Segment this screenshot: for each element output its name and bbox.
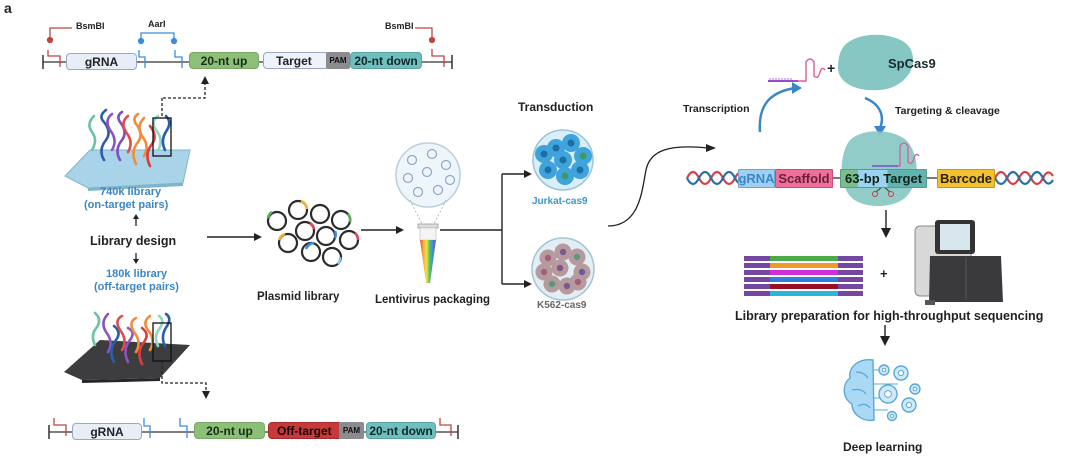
integrated-segment-target: 63-bp Target: [840, 169, 927, 188]
off-target-library-size: 180k library: [106, 268, 168, 280]
deep-learning-label: Deep learning: [843, 440, 923, 454]
sequencing-reads-icon: [744, 256, 863, 296]
segment-20nt-down: 20-nt down: [350, 52, 422, 69]
transduction-label: Transduction: [518, 100, 594, 114]
integrated-segment-scaffold: Scaffold: [775, 169, 833, 188]
jurkat-cas9-label: Jurkat-cas9: [532, 196, 588, 207]
transcription-label: Transcription: [683, 103, 750, 115]
lentivirus-packaging-label: Lentivirus packaging: [375, 294, 491, 306]
spcas9-label: SpCas9: [888, 56, 936, 71]
plus-sign-sequencing: +: [880, 266, 888, 281]
segment-pam: PAM: [339, 422, 364, 439]
bsmbi-site-right: [415, 27, 445, 67]
segment-target: Target: [263, 52, 329, 69]
segment-20nt-down: 20-nt down: [366, 422, 436, 439]
sequencing-label: Library preparation for high-throughput …: [735, 309, 1044, 323]
targeting-cleavage-label: Targeting & cleavage: [895, 105, 1000, 117]
off-target-library-desc: (off-target pairs): [94, 281, 179, 293]
integrated-segment-barcode: Barcode: [937, 169, 995, 188]
integrated-segment-grna: gRNA: [738, 169, 775, 188]
bsmbi-label-right: BsmBI: [385, 21, 414, 31]
segment-20nt-up: 20-nt up: [189, 52, 259, 69]
aari-label: AarI: [148, 19, 166, 29]
on-target-library-size: 740k library: [100, 186, 162, 198]
bsmbi-site-left: [46, 27, 72, 67]
sequencer-machine-icon: [914, 220, 1003, 305]
spcas9-blob: [838, 34, 914, 91]
sgrna-icon: [768, 58, 826, 82]
aari-site: [137, 32, 183, 68]
k562-cas9-label: K562-cas9: [537, 300, 587, 311]
bsmbi-label-left: BsmBI: [76, 21, 105, 31]
segment-pam: PAM: [326, 52, 350, 69]
plasmid-library-label: Plasmid library: [257, 291, 340, 303]
panel-label: a: [4, 0, 12, 16]
segment-off-target: Off-target: [268, 422, 342, 439]
segment-grna: gRNA: [66, 53, 137, 70]
segment-20nt-up: 20-nt up: [194, 422, 265, 439]
on-target-library-desc: (on-target pairs): [84, 199, 169, 211]
segment-grna: gRNA: [72, 423, 142, 440]
library-design-label: Library design: [90, 234, 177, 248]
plus-sign: +: [827, 60, 836, 76]
